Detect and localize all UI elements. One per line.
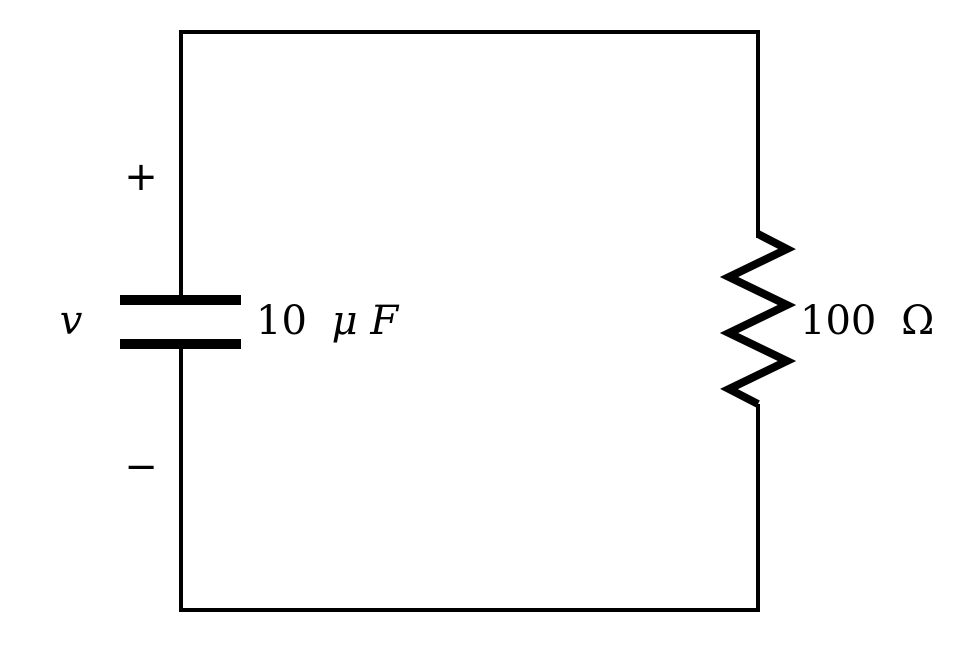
voltage-label: v — [60, 298, 83, 344]
capacitor-unit: F — [369, 298, 399, 344]
capacitor-symbol — [120, 295, 241, 349]
wire-bottom — [179, 343, 760, 612]
plus-sign: + — [124, 154, 158, 200]
resistor-symbol — [719, 230, 797, 408]
capacitor-value-label: 10 μ F — [256, 298, 399, 344]
resistor-value-label: 100 Ω — [800, 298, 934, 344]
capacitor-unit-prefix: μ — [332, 298, 358, 344]
wire-top-left — [179, 30, 760, 301]
capacitor-value: 10 — [256, 298, 307, 344]
minus-sign: − — [124, 444, 158, 490]
resistor-unit: Ω — [901, 298, 934, 344]
circuit-wires — [179, 30, 760, 612]
resistor-value: 100 — [800, 298, 876, 344]
